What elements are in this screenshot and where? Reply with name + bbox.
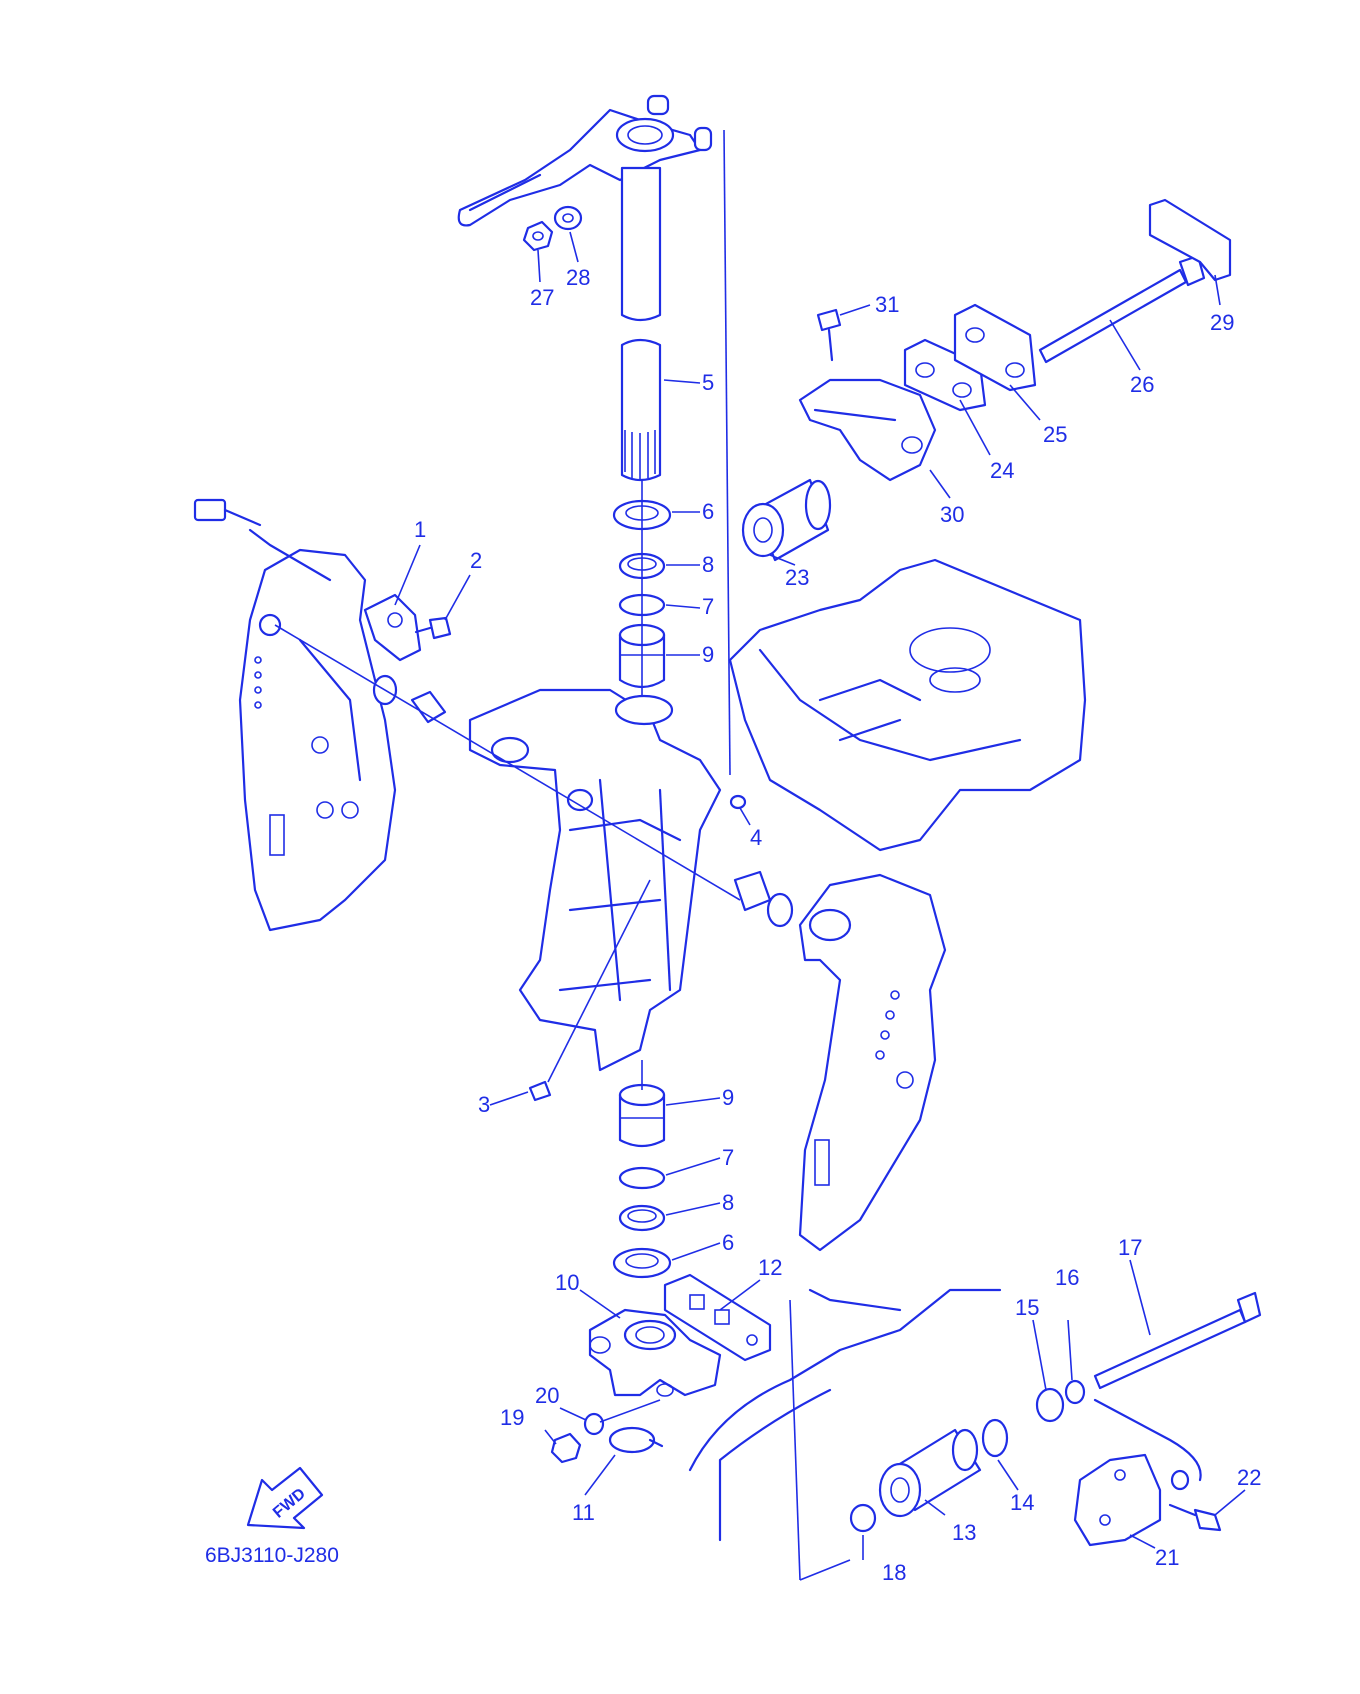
swivel-bracket (468, 688, 722, 1072)
bolt-26 (1038, 254, 1206, 364)
callout-25: 25 (1043, 422, 1067, 447)
tilt-bushing-right (733, 870, 794, 928)
callout-19: 19 (500, 1405, 524, 1430)
callout-10: 10 (555, 1270, 579, 1295)
bracket-21 (1073, 1398, 1202, 1547)
mount-plate-12 (663, 1273, 772, 1362)
callout-22: 22 (1237, 1465, 1261, 1490)
bracket-29 (1148, 198, 1232, 282)
screw-3 (528, 879, 651, 1102)
fwd-arrow-icon: FWD (246, 1466, 324, 1530)
cover-30 (798, 378, 937, 482)
callout-31: 31 (875, 292, 899, 317)
callout-8-upper: 8 (702, 552, 714, 577)
steering-arm (457, 94, 713, 227)
callout-29: 29 (1210, 310, 1234, 335)
washer-15 (1035, 1387, 1065, 1423)
washer-6-lower (612, 1247, 672, 1279)
bushing-9-lower (618, 1083, 666, 1148)
bottom-cowling (728, 558, 1087, 852)
callout-9-lower: 9 (722, 1085, 734, 1110)
tilt-bushing (410, 690, 447, 724)
callout-6-lower: 6 (722, 1230, 734, 1255)
washer-28 (553, 205, 583, 231)
steering-shaft (620, 166, 662, 482)
callout-7-upper: 7 (702, 594, 714, 619)
callout-13: 13 (952, 1520, 976, 1545)
o-ring-7-lower (618, 1166, 666, 1190)
callout-27: 27 (530, 285, 554, 310)
callout-12: 12 (758, 1255, 782, 1280)
bolt-22 (1168, 1469, 1222, 1532)
callout-7-lower: 7 (722, 1145, 734, 1170)
clamp-bracket-right (798, 873, 947, 1252)
bushing-8-lower (618, 1204, 666, 1232)
bolt-31 (816, 308, 842, 362)
callout-26: 26 (1130, 372, 1154, 397)
callout-15: 15 (1015, 1295, 1039, 1320)
clip-11 (608, 1426, 664, 1454)
plate-24 (903, 338, 987, 412)
damper-23 (741, 478, 832, 562)
callout-4: 4 (750, 825, 762, 850)
callout-16: 16 (1055, 1265, 1079, 1290)
diagram-code: 6BJ3110-J280 (205, 1544, 339, 1567)
callout-20: 20 (535, 1383, 559, 1408)
trim-sensor (193, 498, 422, 662)
plate-25 (953, 303, 1037, 392)
callout-23: 23 (785, 565, 809, 590)
clamp-bracket-left (238, 548, 397, 932)
washer-16 (1064, 1379, 1086, 1405)
bolt-17 (1093, 1291, 1262, 1390)
mount-rubber-13 (878, 1428, 982, 1518)
callout-2: 2 (470, 548, 482, 573)
washer-18 (849, 1503, 877, 1533)
callout-30: 30 (940, 502, 964, 527)
callout-21: 21 (1155, 1545, 1179, 1570)
callout-14: 14 (1010, 1490, 1034, 1515)
callout-24: 24 (990, 458, 1014, 483)
nut-27 (522, 220, 554, 252)
callout-1: 1 (414, 517, 426, 542)
ring-14 (981, 1418, 1009, 1458)
callout-8-lower: 8 (722, 1190, 734, 1215)
washer-20 (583, 1412, 605, 1436)
lower-mount-bracket (588, 1308, 722, 1397)
grease-nipple-4 (729, 794, 747, 810)
callout-9-upper: 9 (702, 642, 714, 667)
callout-3: 3 (478, 1092, 490, 1117)
callout-6-upper: 6 (702, 499, 714, 524)
screw-2 (414, 616, 452, 640)
callout-11: 11 (572, 1500, 595, 1525)
callout-18: 18 (882, 1560, 906, 1585)
nut-19 (550, 1432, 582, 1464)
lower-case-outline (688, 1288, 1002, 1581)
callout-5: 5 (702, 370, 714, 395)
callout-28: 28 (566, 265, 590, 290)
callout-17: 17 (1118, 1235, 1142, 1260)
